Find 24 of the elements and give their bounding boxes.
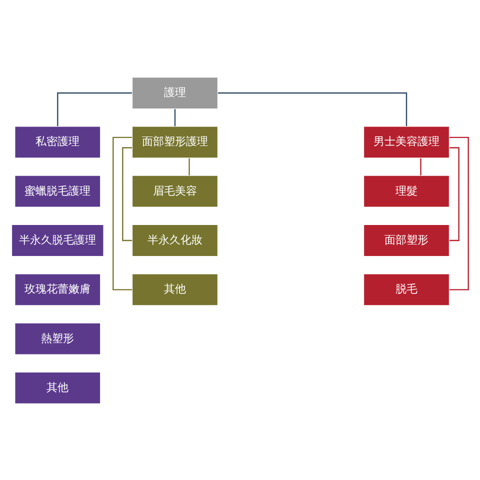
connector bbox=[57, 92, 132, 126]
connector bbox=[112, 136, 132, 290]
connector bbox=[218, 92, 408, 126]
connector bbox=[188, 158, 190, 175]
node-box: 其他 bbox=[14, 371, 101, 404]
node-box: 熱塑形 bbox=[14, 322, 101, 355]
node-box: 私密護理 bbox=[14, 125, 101, 158]
node-box: 護理 bbox=[132, 76, 218, 109]
connector bbox=[449, 146, 460, 241]
node-box: 面部塑形 bbox=[363, 224, 450, 256]
node-box: 眉毛美容 bbox=[132, 174, 218, 208]
connector bbox=[122, 146, 132, 241]
node-box: 半永久化妝 bbox=[132, 224, 218, 256]
node-box: 脱毛 bbox=[363, 272, 450, 306]
node-box: 蜜蠟脱毛護理 bbox=[14, 174, 101, 208]
node-box: 玫瑰花蕾嫩膚 bbox=[14, 272, 101, 306]
node-box: 其他 bbox=[132, 272, 218, 306]
node-box: 面部塑形護理 bbox=[132, 125, 218, 158]
connector bbox=[449, 136, 469, 290]
node-box: 理髮 bbox=[363, 174, 450, 208]
node-box: 半永久脱毛護理 bbox=[11, 224, 104, 256]
node-box: 男士美容護理 bbox=[363, 125, 450, 158]
connector bbox=[420, 158, 422, 175]
connector bbox=[174, 108, 176, 126]
